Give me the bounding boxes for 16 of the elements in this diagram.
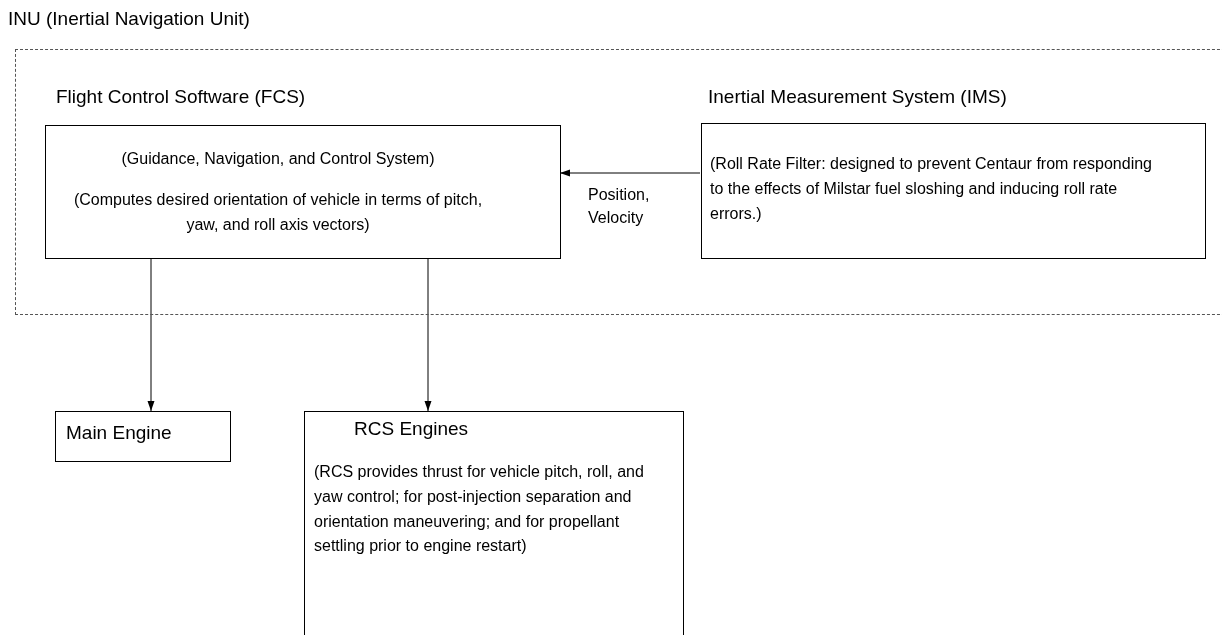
node-heading: INU (Inertial Navigation Unit) (8, 8, 251, 31)
node-heading: Main Engine (66, 422, 173, 445)
arrow (424, 257, 432, 412)
process-box (55, 411, 231, 462)
process-box (701, 123, 1206, 259)
node-heading: RCS Engines (354, 418, 470, 441)
node-description: (RCS provides thrust for vehicle pitch, roll, and yaw control; for post-injection separation and orientation maneuvering; and for propellant settling prior to engine restart) (314, 462, 644, 557)
arrow (559, 169, 701, 177)
node-heading: Flight Control Software (FCS) (56, 86, 307, 109)
node-description: (Computes desired orientation of vehicle in terms of pitch, yaw, and roll axis vectors) (72, 190, 484, 235)
process-box (304, 411, 684, 635)
node-description: (Roll Rate Filter: designed to prevent Centaur from responding to the effects of Milstar fuel sloshing and inducing roll rate errors.) (710, 154, 1153, 224)
process-box (45, 125, 561, 259)
arrow (147, 257, 155, 412)
node-description: (Guidance, Navigation, and Control System) (120, 149, 436, 169)
node-heading: Inertial Measurement System (IMS) (708, 86, 1008, 109)
